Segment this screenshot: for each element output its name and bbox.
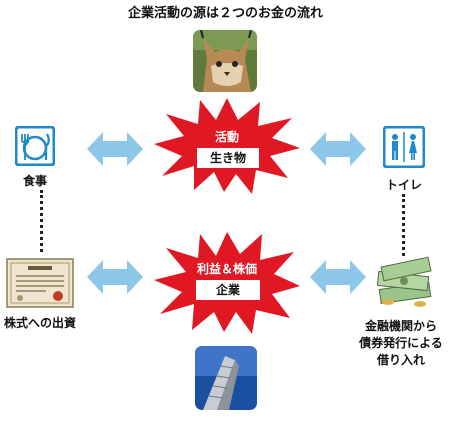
company-box: 企業 — [196, 280, 260, 300]
restroom-icon — [382, 125, 426, 169]
lynx-photo — [193, 30, 257, 92]
activity-burst: 活動 生き物 — [152, 96, 302, 196]
toilet-label: トイレ — [385, 178, 422, 192]
right-connector — [402, 194, 405, 256]
money-icon — [374, 256, 436, 310]
double-arrow-right-bottom — [310, 258, 366, 296]
equity-investment-label: 株式への出資 — [3, 316, 76, 330]
page-title: 企業活動の源は２つのお金の流れ — [127, 6, 323, 21]
financing-label-line2: 債券発行による — [359, 336, 443, 350]
activity-label: 活動 — [214, 130, 239, 144]
profit-burst: 利益＆株価 企業 — [152, 230, 302, 336]
living-thing-box: 生き物 — [197, 148, 259, 168]
profit-stock-label: 利益＆株価 — [196, 262, 257, 276]
financing-label-line3: 借り入れ — [376, 353, 425, 367]
double-arrow-left-top — [87, 130, 143, 168]
left-connector — [40, 190, 43, 252]
burst-shape-top — [154, 98, 300, 194]
plate-icon — [14, 125, 56, 167]
double-arrow-right-top — [310, 130, 366, 168]
building-photo — [195, 346, 257, 410]
meal-label: 食事 — [22, 174, 47, 188]
financing-label-line1: 金融機関から — [364, 319, 437, 333]
double-arrow-left-bottom — [87, 258, 143, 296]
certificate-icon — [6, 258, 74, 308]
